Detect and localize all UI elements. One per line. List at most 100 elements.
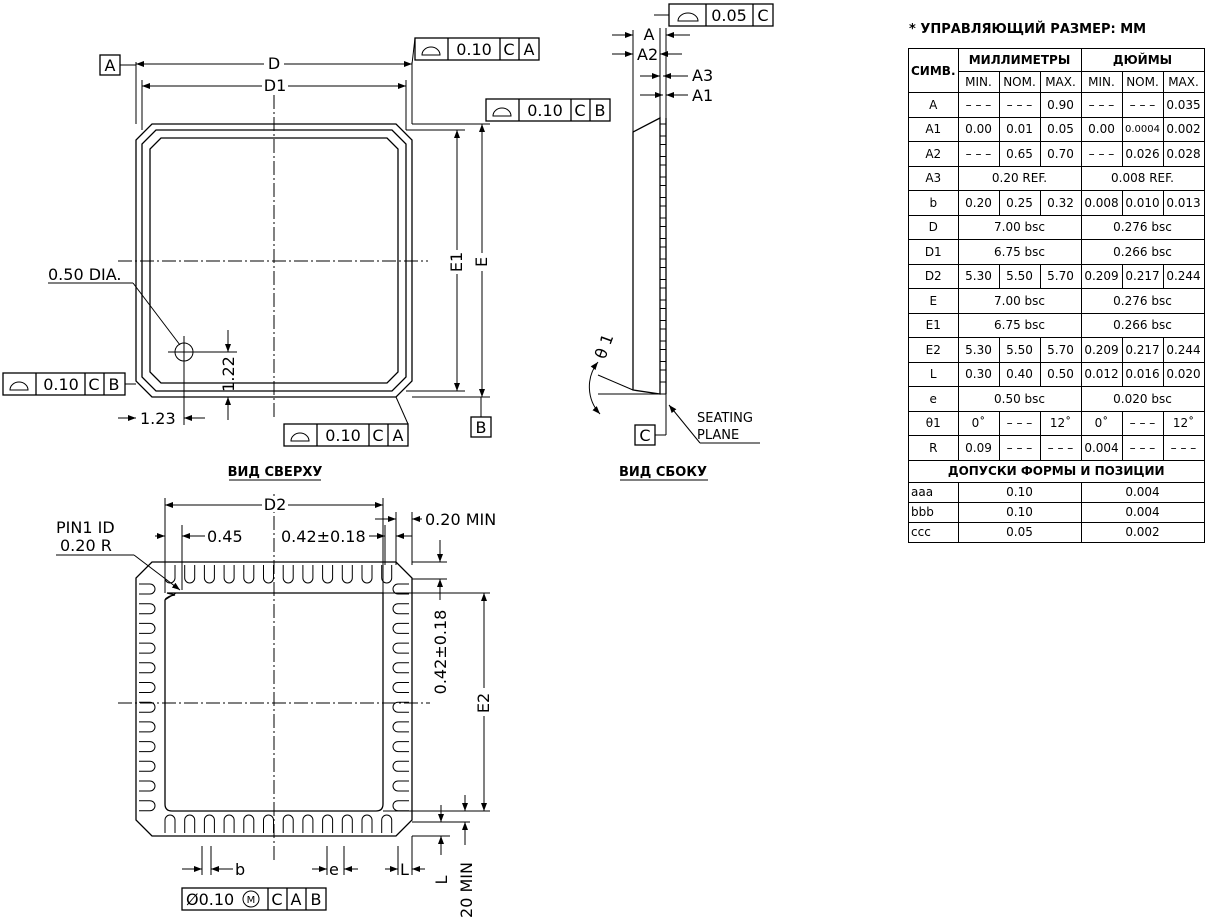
row-symbol: b <box>908 190 959 216</box>
pad <box>322 565 334 584</box>
row-value: 0.013 <box>1162 190 1205 216</box>
dim-b-label: b <box>235 860 245 879</box>
row-value: 0.0004 <box>1121 116 1164 142</box>
tolerance-mm: 0.05 <box>957 521 1082 543</box>
pad <box>139 603 156 615</box>
side-lead <box>659 246 667 260</box>
dim-a1-label: A1 <box>692 86 713 105</box>
row-value: – – – <box>1039 435 1082 461</box>
row-value: 0.244 <box>1162 337 1205 363</box>
row-value: 5.30 <box>957 337 1000 363</box>
dim-042v-label: 0.42±0.18 <box>431 610 450 695</box>
controlling-dimension-note: * УПРАВЛЯЮЩИЙ РАЗМЕР: ММ <box>909 22 1147 37</box>
row-symbol: L <box>908 361 959 387</box>
pad <box>243 814 255 833</box>
tolerance-symbol: ccc <box>908 521 959 543</box>
pad <box>223 565 235 584</box>
subheader-cell: MAX. <box>1039 71 1082 93</box>
fcf-bottom-ca: 0.10 C A <box>283 396 409 447</box>
row-value: 0.70 <box>1039 141 1082 167</box>
pad <box>361 814 373 833</box>
row-value: 5.70 <box>1039 263 1082 289</box>
row-symbol: A2 <box>908 141 959 167</box>
dim-e2-label: E2 <box>474 693 493 713</box>
row-symbol: θ1 <box>908 410 959 436</box>
svg-text:A: A <box>291 890 302 909</box>
row-symbol: e <box>908 386 959 412</box>
pad <box>139 583 156 595</box>
side-lead <box>659 328 667 342</box>
row-value: 0.00 <box>957 116 1000 142</box>
exposed-pad <box>164 592 384 812</box>
package-inner-outline <box>141 129 407 392</box>
pad <box>302 565 314 584</box>
seating-plane-label-2: PLANE <box>697 428 739 443</box>
datum-b-label: B <box>476 418 487 437</box>
pad <box>392 682 409 693</box>
side-view-caption: ВИД СБОКУ <box>619 465 707 480</box>
row-value: 0.25 <box>998 190 1041 216</box>
row-symbol: E1 <box>908 312 959 338</box>
side-lead <box>659 164 667 178</box>
side-lead <box>659 287 667 301</box>
pad <box>184 814 196 833</box>
svg-text:C: C <box>574 101 585 120</box>
pad <box>203 565 215 584</box>
subheader-cell: MIN. <box>957 71 1000 93</box>
row-value: 0˚ <box>957 410 1000 436</box>
row-value: – – – <box>1121 435 1164 461</box>
row-value: 5.50 <box>998 337 1041 363</box>
side-lead <box>659 226 667 239</box>
pad <box>392 622 409 634</box>
profile-surface-icon <box>421 46 441 56</box>
row-value: 5.70 <box>1039 337 1082 363</box>
dim-d-label: D <box>268 54 280 73</box>
side-lead <box>659 349 667 362</box>
pad <box>282 565 294 584</box>
dim-a2-label: A2 <box>637 45 658 64</box>
row-value: – – – <box>998 92 1041 118</box>
fcf-position: Ø0.10 M C A B <box>181 887 327 911</box>
pad <box>203 814 215 833</box>
dim-d2-label: D2 <box>264 495 287 514</box>
tolerance-in: 0.004 <box>1080 481 1205 503</box>
fcf-top-cb: 0.10 C A <box>411 37 540 65</box>
mmc-modifier-icon <box>242 890 260 908</box>
row-value: 0.020 <box>1162 361 1205 387</box>
pad <box>381 565 393 584</box>
pad <box>139 622 156 634</box>
package-side-body <box>632 116 661 395</box>
svg-text:0.05: 0.05 <box>711 6 747 25</box>
row-value: – – – <box>1162 435 1205 461</box>
dim-e-label: E <box>472 257 491 267</box>
bottom-view: D2 0.45 0.42±0.18 0.20 MIN PIN1 ID 0.20 … <box>56 494 496 917</box>
row-value: 0.035 <box>1162 92 1205 118</box>
svg-text:B: B <box>311 890 322 909</box>
row-symbol: E <box>908 288 959 314</box>
row-value: 5.30 <box>957 263 1000 289</box>
row-value: 0.01 <box>998 116 1041 142</box>
row-value-mm: 7.00 bsc <box>957 288 1082 314</box>
dim-l-side-label: L <box>432 875 451 884</box>
table-row: A– – –– – –0.90– – –– – –0.035 <box>908 92 1205 118</box>
side-leads <box>659 123 667 383</box>
pad <box>341 565 353 584</box>
row-symbol: A3 <box>908 165 959 191</box>
row-value: 0.010 <box>1121 190 1164 216</box>
row-value: 0.026 <box>1121 141 1164 167</box>
row-value: – – – <box>1121 92 1164 118</box>
pad <box>139 642 156 654</box>
tolerance-mm: 0.10 <box>957 501 1082 523</box>
svg-text:0.10: 0.10 <box>325 426 361 445</box>
svg-text:C: C <box>372 426 383 445</box>
row-value-mm: 6.75 bsc <box>957 239 1082 265</box>
side-lead <box>659 308 667 321</box>
row-value: 0.008 <box>1080 190 1123 216</box>
